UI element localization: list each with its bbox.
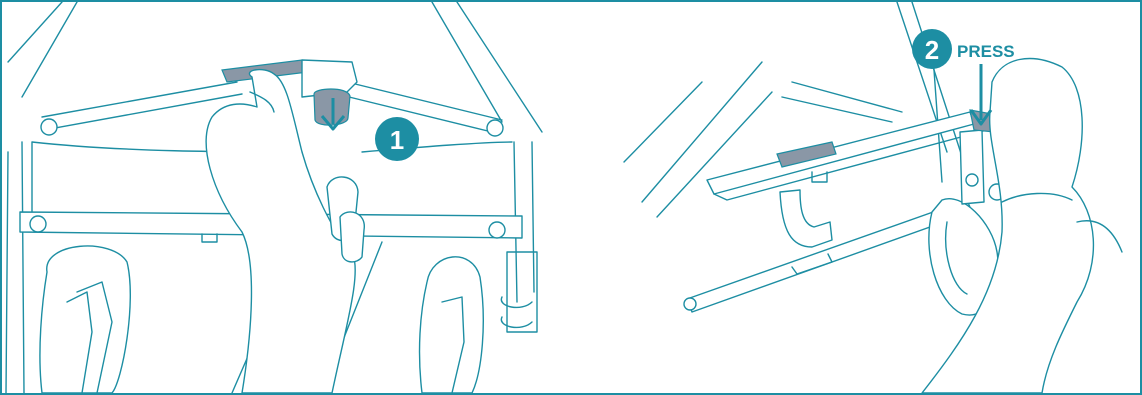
step2-number: 2 bbox=[925, 35, 939, 65]
step2-badge: 2 bbox=[912, 29, 952, 69]
step1-number: 1 bbox=[390, 125, 404, 155]
step2-arrow-icon bbox=[971, 64, 991, 124]
right-panel-stroller: 2 PRESS bbox=[624, 2, 1122, 393]
left-panel-stroller: 1 bbox=[6, 2, 542, 393]
step1-badge: 1 bbox=[375, 117, 419, 161]
press-label: PRESS bbox=[957, 42, 1015, 61]
